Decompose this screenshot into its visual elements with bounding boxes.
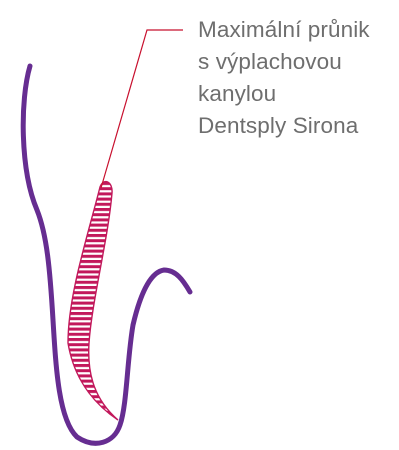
leader-line	[101, 30, 183, 188]
penetration-zone	[60, 175, 125, 425]
root-canal-outline	[23, 66, 190, 443]
callout-line: kanylou	[198, 78, 397, 110]
callout-line: Dentsply Sirona	[198, 110, 397, 142]
callout-line: Maximální průnik	[198, 14, 397, 46]
callout-caption: Maximální průnik s výplachovou kanylou D…	[198, 14, 397, 142]
callout-line: s výplachovou	[198, 46, 397, 78]
